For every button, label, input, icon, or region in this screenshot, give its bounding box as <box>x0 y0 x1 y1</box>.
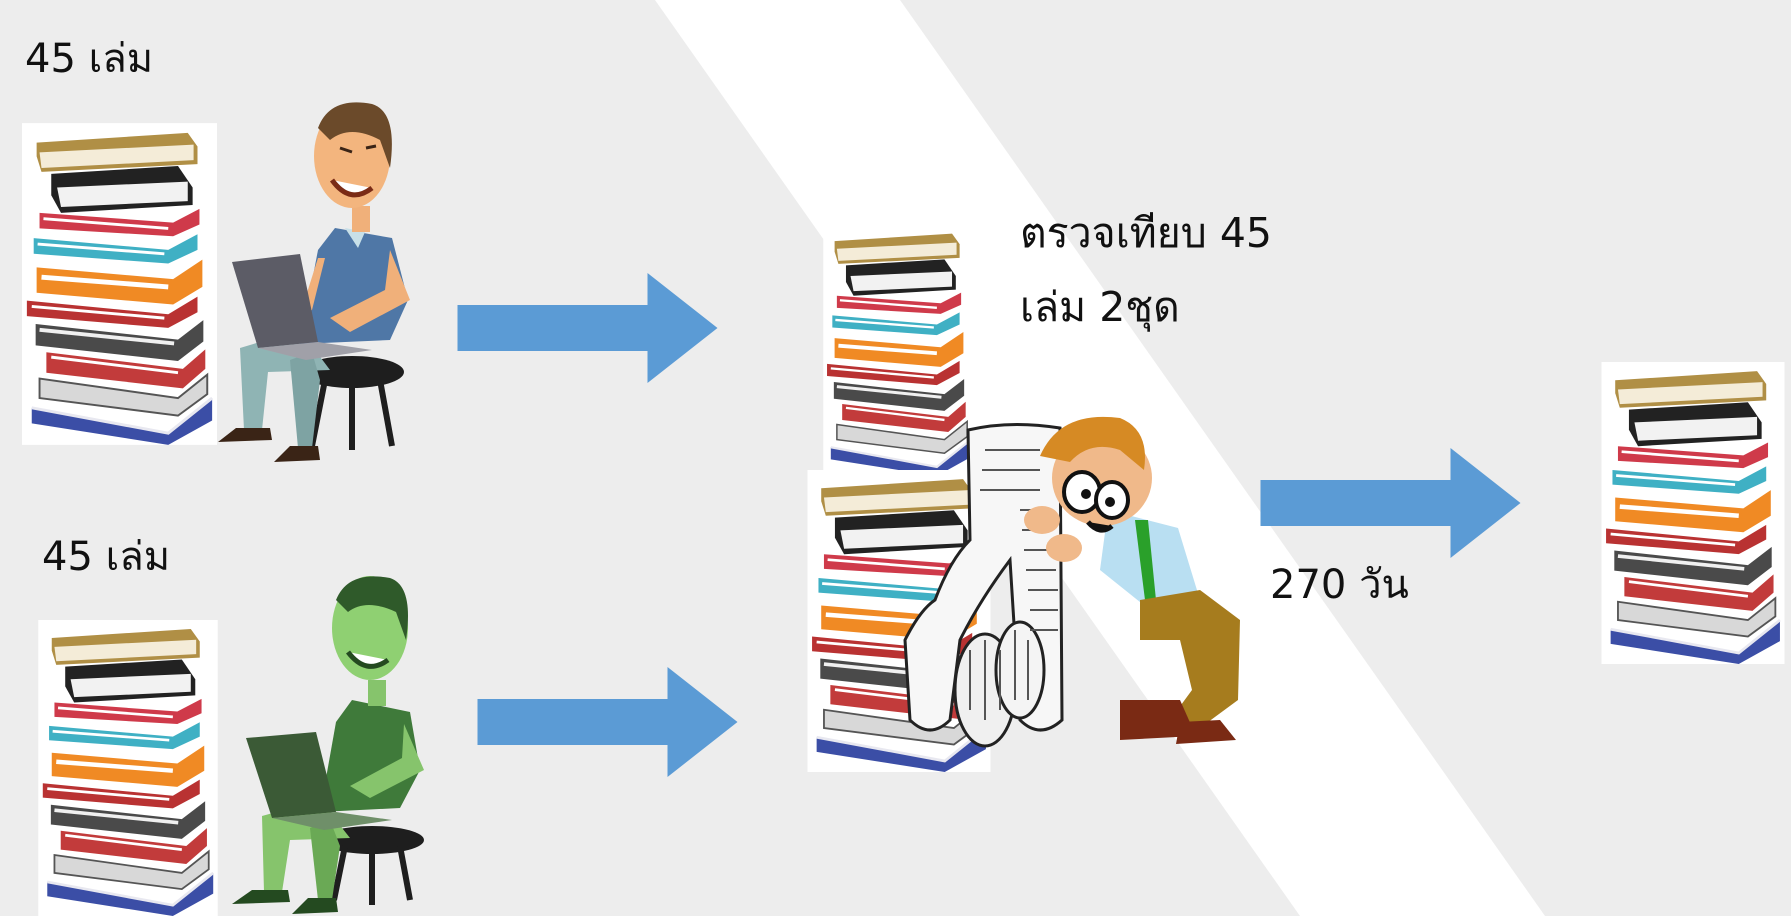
compare-label-line1: ตรวจเทียบ 45 <box>1020 209 1272 257</box>
compare-label-line2: เล่ม 2ชุด <box>1020 283 1180 331</box>
duration-label: 270 วัน <box>1270 562 1409 608</box>
bottom-left-count-label: 45 เล่ม <box>42 534 171 580</box>
book-stack-icon-right <box>1601 362 1784 664</box>
arrow-right-icon-bottom <box>477 667 738 777</box>
arrow-right-icon-output <box>1260 448 1521 558</box>
book-stack-icon-center-top <box>823 226 975 476</box>
book-stack-icon-top-left <box>22 123 217 445</box>
arrow-right-icon-top <box>457 273 718 383</box>
book-stack-icon-bottom-left <box>38 620 217 916</box>
typist-icon-top <box>218 102 410 462</box>
top-left-count-label: 45 เล่ม <box>25 36 154 82</box>
proofreader-icon <box>903 416 1240 748</box>
typist-icon-bottom <box>232 576 424 914</box>
